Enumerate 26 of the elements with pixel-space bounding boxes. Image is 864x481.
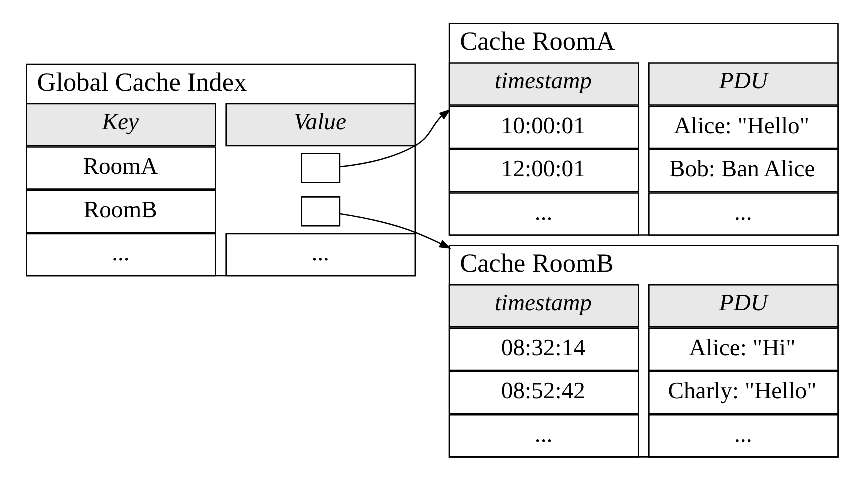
node-box: timestamp — [448, 284, 639, 328]
node-box — [300, 153, 340, 184]
node-box: PDU — [648, 62, 838, 106]
node-box: ... — [648, 192, 838, 236]
node-box: RoomB — [26, 190, 216, 234]
node-box: ... — [648, 414, 838, 458]
node-box: Bob: Ban Alice — [648, 149, 838, 193]
node-box: timestamp — [448, 62, 639, 106]
node-box: Alice: "Hi" — [648, 328, 838, 372]
arrow — [340, 109, 451, 168]
node-box: ... — [448, 192, 639, 236]
arrow — [340, 213, 451, 250]
node-box: ... — [448, 414, 639, 458]
node-box: 08:52:42 — [448, 371, 639, 414]
node-box: 12:00:01 — [448, 149, 639, 193]
node-box: 08:32:14 — [448, 328, 639, 372]
node-box: Alice: "Hello" — [648, 106, 838, 150]
node-box: ... — [225, 233, 416, 277]
node-box: PDU — [648, 284, 838, 328]
node-box: 10:00:01 — [448, 106, 639, 150]
node-box: ... — [26, 233, 216, 277]
node-box: Charly: "Hello" — [648, 371, 838, 414]
node-box: Value — [225, 103, 416, 147]
node-box — [300, 196, 340, 227]
node-box: Key — [26, 103, 216, 147]
node-box: RoomA — [26, 146, 216, 190]
